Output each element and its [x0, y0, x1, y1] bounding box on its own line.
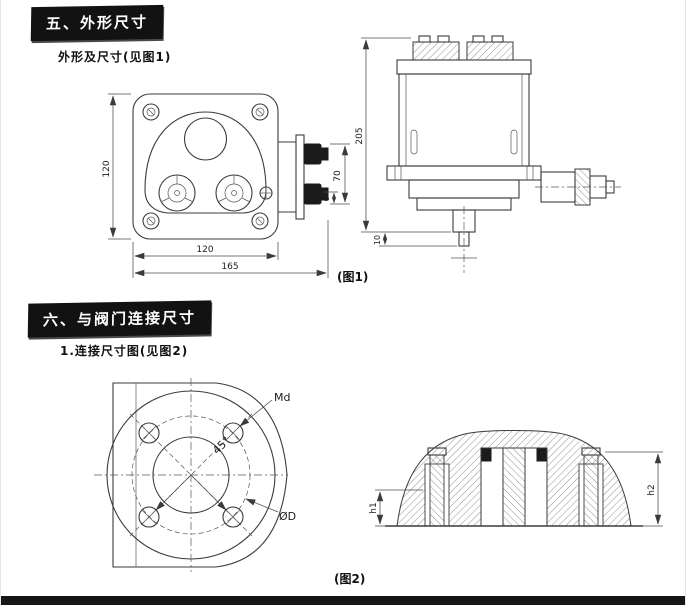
label-bolt-circle-diameter: ØD	[279, 510, 296, 523]
indicator-window	[183, 117, 228, 161]
figure2-caption: (图2)	[334, 572, 366, 586]
thread-label-group: Md	[239, 391, 290, 427]
side-view-lower-housing	[408, 179, 520, 211]
valve-stem	[502, 447, 526, 527]
coupling-section-body	[385, 430, 643, 527]
bolt-hole-sw	[138, 506, 160, 528]
figure2-flange-view-drawing: Md 45° ØD	[94, 378, 296, 572]
adjust-screw	[259, 186, 273, 200]
figure2-section-view-drawing: h1 h2	[369, 430, 663, 527]
dim-label-front-height: 120	[102, 160, 112, 177]
front-view-body	[132, 93, 279, 240]
dim-side-height: 205	[355, 37, 451, 233]
side-view-top-connectors	[412, 35, 514, 61]
bolt-hole-se	[222, 506, 244, 528]
corner-screw-bottom-left	[142, 212, 160, 230]
dim-label-terminal-step: 6	[322, 196, 331, 201]
dim-label-h2: h2	[647, 484, 657, 495]
dim-front-height: 120	[102, 93, 131, 240]
section1-note: 外形及尺寸(见图1)	[58, 50, 172, 64]
diameter-label-group: ØD	[245, 498, 296, 523]
bolt-hole-ne	[222, 422, 244, 444]
corner-screw-bottom-right	[251, 212, 269, 230]
dim-label-terminal-height: 70	[333, 170, 343, 182]
dim-side-base: 10	[373, 233, 457, 247]
corner-screw-top-left	[142, 103, 160, 121]
section2-note: 1.连接尺寸图(见图2)	[60, 344, 189, 358]
dim-front-width: 120	[132, 242, 279, 278]
dim-label-front-total-width: 165	[221, 262, 238, 272]
figure1-side-view-drawing: 205 10	[355, 35, 621, 273]
figure1-front-view-drawing: 120 120 165 70 6	[102, 93, 350, 278]
dim-terminal-step: 6	[322, 191, 338, 204]
section1-banner: 五、外形尺寸	[30, 4, 164, 42]
cable-gland-top	[303, 143, 329, 165]
cam-dial-left	[158, 174, 196, 212]
housing-contour	[144, 111, 267, 214]
section1-title: 五、外形尺寸	[45, 13, 149, 33]
figure1-caption: (图1)	[337, 270, 369, 284]
dim-h1: h1	[369, 489, 423, 527]
dim-h2: h2	[605, 451, 663, 527]
section2-banner: 六、与阀门连接尺寸	[27, 300, 212, 338]
dim-label-h1: h1	[369, 502, 379, 513]
cam-dial-right	[215, 174, 253, 212]
cable-gland-bottom	[303, 183, 329, 205]
dim-label-side-height: 205	[355, 127, 365, 144]
output-shaft	[451, 206, 477, 273]
bolt-hole-nw	[138, 422, 160, 444]
conduit-neck	[278, 134, 305, 220]
section2-title: 六、与阀门连接尺寸	[42, 308, 197, 330]
label-thread-size: Md	[274, 391, 290, 404]
flange-centerlines	[94, 378, 288, 572]
manual-override-arm	[535, 168, 621, 206]
footer-bar	[1, 596, 685, 605]
stud-left	[424, 447, 450, 527]
dim-label-side-base: 10	[373, 235, 382, 245]
dim-front-total-width: 165	[134, 220, 329, 278]
label-bolt-angle: 45°	[210, 434, 233, 457]
side-view-body	[396, 59, 532, 167]
dim-terminal-height: 70	[330, 143, 350, 205]
side-view-flange	[386, 165, 542, 181]
dim-label-front-width: 120	[196, 245, 213, 255]
corner-screw-top-right	[251, 103, 269, 121]
stud-right	[578, 447, 604, 527]
